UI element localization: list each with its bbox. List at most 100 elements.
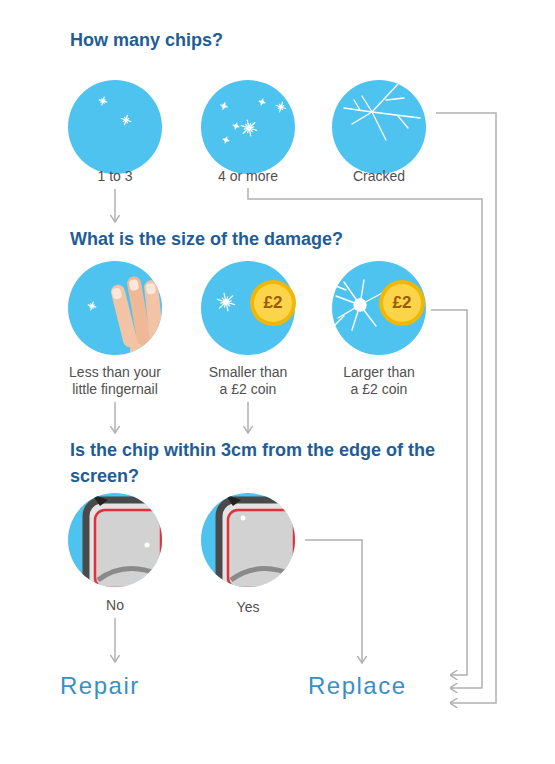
icon-part [259, 101, 262, 103]
coin-value: £2 [264, 293, 283, 313]
option-label: Cracked [324, 168, 434, 185]
option-card: Larger than a £2 coin [339, 260, 419, 398]
windscreen-icon [219, 494, 303, 596]
icon-part [146, 283, 156, 295]
icon-part [223, 299, 228, 304]
question-heading: How many chips? [70, 27, 223, 53]
flow-arrow [248, 188, 482, 688]
icon-part [95, 510, 161, 588]
question-text: What is the size of the damage? [70, 226, 343, 252]
icon-part [225, 139, 227, 141]
icon-part [98, 569, 160, 580]
icon-part [254, 284, 292, 322]
icon-part [226, 139, 229, 141]
option-label: Yes [193, 599, 303, 616]
option-label: Smaller than a £2 coin [205, 364, 291, 398]
flow-arrow [436, 113, 496, 703]
icon-part [143, 279, 164, 348]
chip-mark [241, 120, 256, 136]
icon-part [261, 102, 263, 105]
icon-part [235, 126, 237, 129]
crack-lines [344, 84, 420, 140]
icon-part [261, 99, 263, 102]
question-heading: Is the chip within 3cm from the edge of … [70, 437, 445, 489]
flow-arrow [114, 189, 116, 222]
chip-marks [221, 99, 286, 143]
chip-mark [121, 115, 131, 125]
icon-part [332, 261, 426, 355]
icon-part [145, 543, 150, 548]
option-card: Less than your little fingernail [65, 260, 165, 398]
chip-mark [88, 302, 96, 310]
flow-arrow [114, 402, 116, 433]
chip-mark [276, 102, 286, 112]
chip-marks [88, 293, 234, 311]
icon-part [86, 500, 170, 596]
question-heading: What is the size of the damage? [70, 226, 343, 252]
chip-mark [259, 99, 265, 105]
coin-icon [250, 280, 296, 326]
icon-part [111, 287, 122, 300]
chip-mark [223, 137, 229, 143]
icon-part [233, 125, 236, 127]
icon-part [332, 80, 426, 174]
icon-part [219, 500, 303, 596]
chip-mark [217, 293, 234, 311]
crack-large [334, 280, 384, 330]
coin-icon [379, 280, 425, 326]
option-card: Smaller than a £2 coin [205, 260, 291, 398]
hand-icon [109, 275, 190, 374]
icon-part [68, 80, 162, 174]
chip-mark [233, 123, 239, 129]
icon-part [225, 494, 241, 506]
icon-part [223, 105, 225, 107]
icon-part [129, 279, 140, 291]
outcome-text: Repair [60, 672, 172, 700]
option-label: 1 to 3 [60, 168, 170, 185]
icon-part [228, 510, 294, 588]
option-card: 1 to 3 [60, 79, 170, 185]
icon-part [201, 80, 295, 174]
outcome-label: Repair [60, 666, 172, 706]
question-text: Is the chip within 3cm from the edge of … [70, 437, 445, 489]
option-card: Yes [193, 492, 303, 616]
icon-part [241, 516, 246, 521]
icon-part [235, 125, 237, 127]
icon-part [225, 137, 227, 140]
icon-part [125, 119, 128, 122]
icon-part [225, 140, 227, 143]
option-label: Larger than a £2 coin [339, 364, 419, 398]
option-card: No [60, 492, 170, 614]
icon-part [379, 280, 425, 326]
outcome-label: Replace [300, 666, 448, 706]
icon-part [226, 139, 228, 141]
chip-mark [99, 97, 107, 105]
option-card: 4 or more [193, 79, 303, 185]
icon-part [262, 101, 264, 103]
icon-part [354, 299, 366, 311]
flow-arrow [247, 402, 249, 433]
icon-part [236, 125, 238, 127]
icon-part [247, 126, 252, 131]
option-label: No [60, 597, 170, 614]
flow-arrow [114, 618, 116, 662]
icon-part [344, 84, 420, 140]
icon-part [92, 494, 108, 506]
chip-mark [221, 103, 228, 110]
option-label: 4 or more [193, 168, 303, 185]
icon-part [262, 101, 265, 103]
option-label: Less than your little fingernail [65, 364, 165, 398]
icon-part [102, 100, 104, 102]
icon-part [91, 305, 93, 307]
icon-part [201, 261, 295, 355]
icon-part [231, 569, 293, 580]
icon-part [236, 125, 239, 127]
coin-value: £2 [393, 293, 412, 313]
option-card: Cracked [324, 79, 434, 185]
question-text: How many chips? [70, 27, 223, 53]
icon-part [383, 284, 421, 322]
windscreen-icon [86, 494, 170, 596]
icon-part [223, 139, 226, 141]
icon-part [334, 280, 384, 330]
